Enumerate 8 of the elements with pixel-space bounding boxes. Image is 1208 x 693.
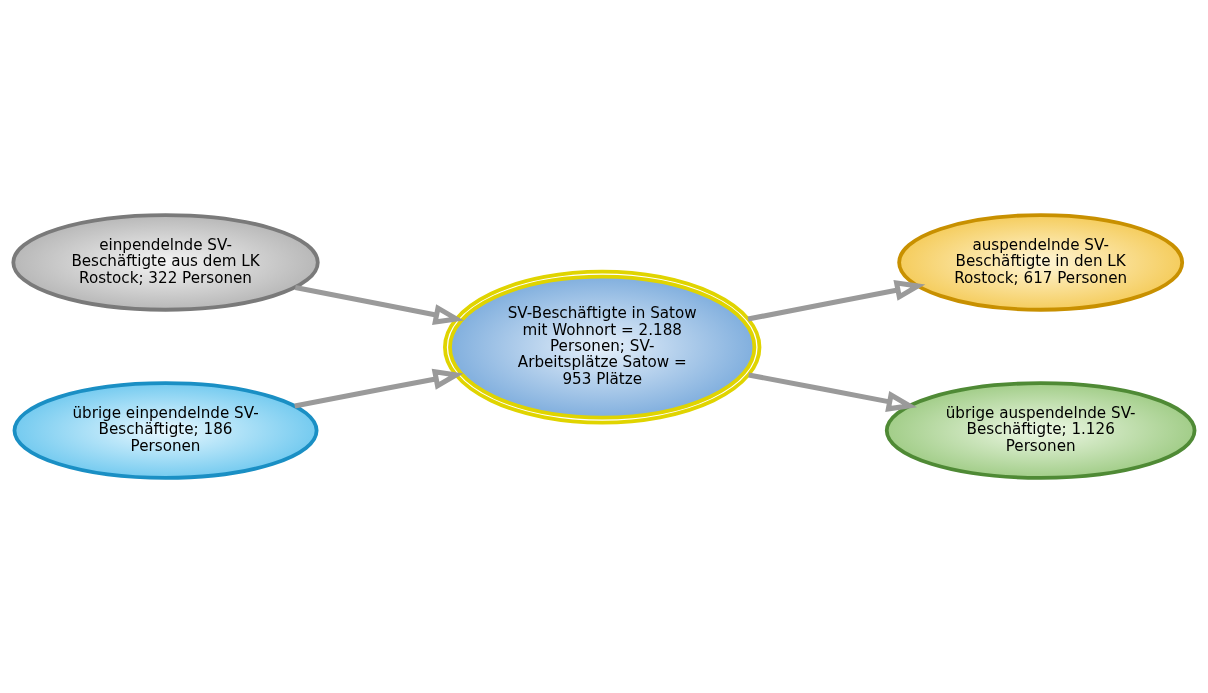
arrow — [294, 285, 464, 326]
node-ellipse: auspendelnde SV-Beschäftigte in den LK Rostock; 617 Personen — [897, 213, 1185, 312]
arrow — [294, 368, 464, 409]
arrow — [747, 279, 926, 322]
node-ellipse: einpendelnde SV-Beschäftigte aus dem LK Rostock; 322 Personen — [11, 213, 320, 312]
node-ellipse: SV-Beschäftigte in Satow mit Wohnort = 2.188 Personen; SV-Arbeitsplätze Satow = 953 Plätze — [443, 269, 762, 425]
node-ellipse: übrige einpendelnde SV-Beschäftigte; 186 Personen — [12, 381, 319, 480]
arrow — [748, 372, 918, 412]
